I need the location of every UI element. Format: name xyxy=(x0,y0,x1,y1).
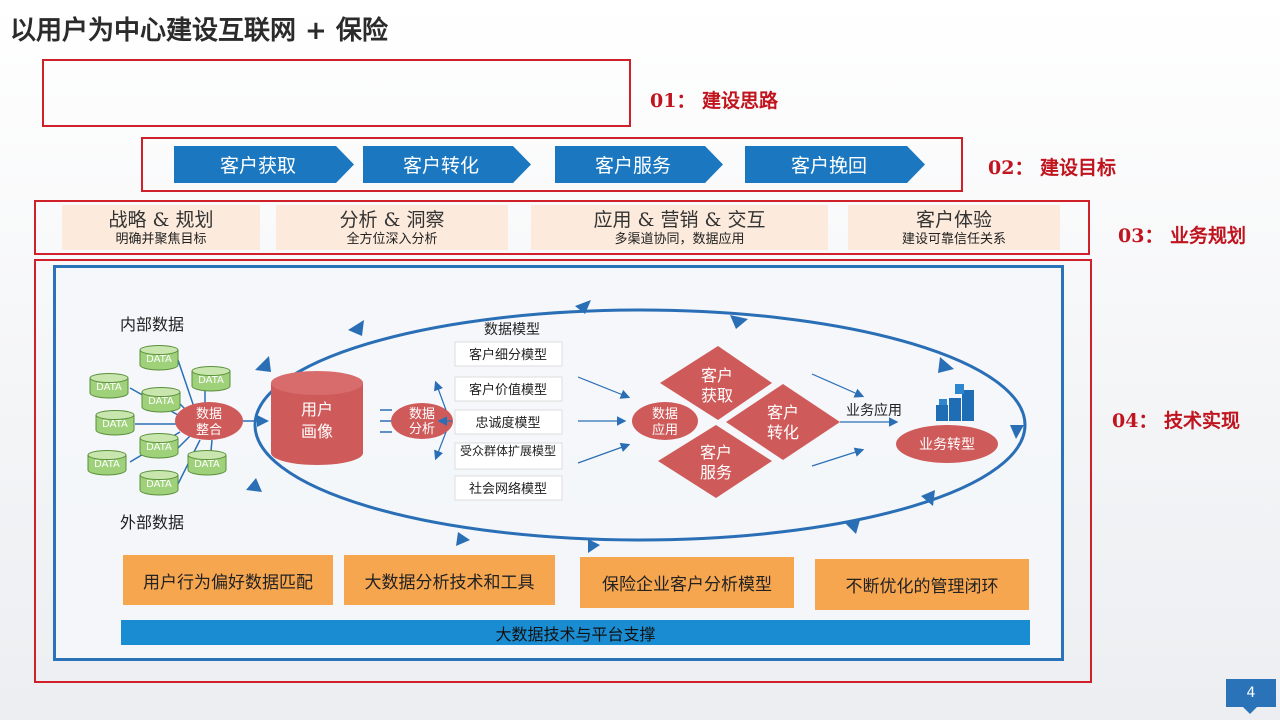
goal-chevron-4: 客户挽回 xyxy=(745,146,925,183)
svg-text:DATA: DATA xyxy=(146,354,172,365)
svg-text:客户: 客户 xyxy=(767,403,799,422)
tech-box-3: 保险企业客户分析模型 xyxy=(580,557,794,608)
plan-title: 应用 & 营销 & 交互 xyxy=(593,209,766,231)
model-list: 客户细分模型 客户价值模型 忠诚度模型 受众群体扩展模型 社会网络模型 xyxy=(454,341,563,501)
svg-text:数据: 数据 xyxy=(196,407,222,422)
tech-box-2: 大数据分析技术和工具 xyxy=(344,555,555,605)
tech-box-1: 用户行为偏好数据匹配 xyxy=(123,555,333,605)
section-label-02: 02： 建设目标 xyxy=(988,157,1117,179)
plan-card-1: 战略 & 规划 明确并聚焦目标 xyxy=(62,205,260,250)
data-analysis-node xyxy=(391,403,453,439)
section-label-01: 01： 建设思路 xyxy=(650,90,779,112)
section-label-04: 04： 技术实现 xyxy=(1112,410,1241,432)
svg-text:DATA: DATA xyxy=(194,459,220,470)
user-profile-node: 用户 画像 xyxy=(271,371,363,465)
svg-text:用户: 用户 xyxy=(301,400,333,419)
page-number: 4 xyxy=(1226,679,1276,707)
diamond-customer-convert: 客户 转化 xyxy=(726,384,840,460)
svg-text:整合: 整合 xyxy=(196,423,222,438)
plan-card-4: 客户体验 建设可靠信任关系 xyxy=(848,205,1060,250)
page-number-pointer xyxy=(1242,706,1258,714)
goal-chevron-2: 客户转化 xyxy=(363,146,531,183)
plan-card-2: 分析 & 洞察 全方位深入分析 xyxy=(276,205,508,250)
cycle-ellipse xyxy=(253,308,1027,542)
tech-outer-box xyxy=(34,259,1092,683)
svg-text:转化: 转化 xyxy=(767,423,799,442)
svg-text:DATA: DATA xyxy=(102,419,128,430)
page-title: 以用户为中心建设互联网 + 保险 xyxy=(10,16,388,46)
goals-box xyxy=(141,137,963,192)
svg-text:业务转型: 业务转型 xyxy=(919,437,975,453)
plan-sub: 多渠道协同，数据应用 xyxy=(614,232,745,247)
plan-sub: 明确并聚焦目标 xyxy=(115,232,207,247)
svg-text:DATA: DATA xyxy=(198,375,224,386)
svg-text:DATA: DATA xyxy=(96,382,122,393)
internal-data-label: 内部数据 xyxy=(120,315,184,334)
svg-text:DATA: DATA xyxy=(146,442,172,453)
plan-sub: 全方位深入分析 xyxy=(346,232,438,247)
idea-box xyxy=(42,59,631,127)
diamond-customer-service: 客户 服务 xyxy=(658,425,772,498)
business-application-label: 业务应用 xyxy=(846,402,902,419)
svg-text:客户细分模型: 客户细分模型 xyxy=(469,347,547,363)
svg-text:DATA: DATA xyxy=(146,479,172,490)
svg-text:忠诚度模型: 忠诚度模型 xyxy=(475,415,540,431)
svg-text:社会网络模型: 社会网络模型 xyxy=(469,481,547,497)
plan-title: 战略 & 规划 xyxy=(108,209,214,231)
svg-text:客户: 客户 xyxy=(700,443,732,462)
plan-title: 分析 & 洞察 xyxy=(339,209,445,231)
platform-bar: 大数据技术与平台支撑 xyxy=(121,620,1030,645)
svg-text:应用: 应用 xyxy=(652,422,678,438)
svg-text:数据: 数据 xyxy=(652,407,678,422)
data-application-node xyxy=(632,402,698,440)
data-cylinders: DATA DATA DATA DATA DATA DATA DATA DATA … xyxy=(87,345,231,496)
goal-chevron-1: 客户获取 xyxy=(174,146,354,183)
svg-text:分析: 分析 xyxy=(409,422,435,437)
building-icon xyxy=(936,384,974,421)
svg-text:受众群体扩展模型: 受众群体扩展模型 xyxy=(460,444,556,458)
plan-card-3: 应用 & 营销 & 交互 多渠道协同，数据应用 xyxy=(531,205,828,250)
svg-text:客户价值模型: 客户价值模型 xyxy=(469,382,547,398)
svg-text:DATA: DATA xyxy=(148,396,174,407)
svg-text:DATA: DATA xyxy=(94,459,120,470)
planning-box xyxy=(34,200,1090,255)
tech-box-4: 不断优化的管理闭环 xyxy=(815,559,1029,610)
business-transform-node xyxy=(896,425,998,463)
data-integration-node xyxy=(175,402,243,440)
external-data-label: 外部数据 xyxy=(120,513,184,532)
models-title: 数据模型 xyxy=(484,322,540,338)
plan-title: 客户体验 xyxy=(915,209,992,231)
svg-text:客户: 客户 xyxy=(701,366,733,385)
svg-text:画像: 画像 xyxy=(301,422,333,441)
svg-text:获取: 获取 xyxy=(701,386,733,405)
diamond-customer-acquire: 客户 获取 xyxy=(660,346,772,420)
svg-text:服务: 服务 xyxy=(700,463,732,482)
section-label-03: 03： 业务规划 xyxy=(1118,225,1247,247)
cycle-arrowheads xyxy=(246,300,1024,553)
svg-text:数据: 数据 xyxy=(409,407,435,422)
goal-chevron-3: 客户服务 xyxy=(555,146,723,183)
plan-sub: 建设可靠信任关系 xyxy=(901,232,1006,247)
